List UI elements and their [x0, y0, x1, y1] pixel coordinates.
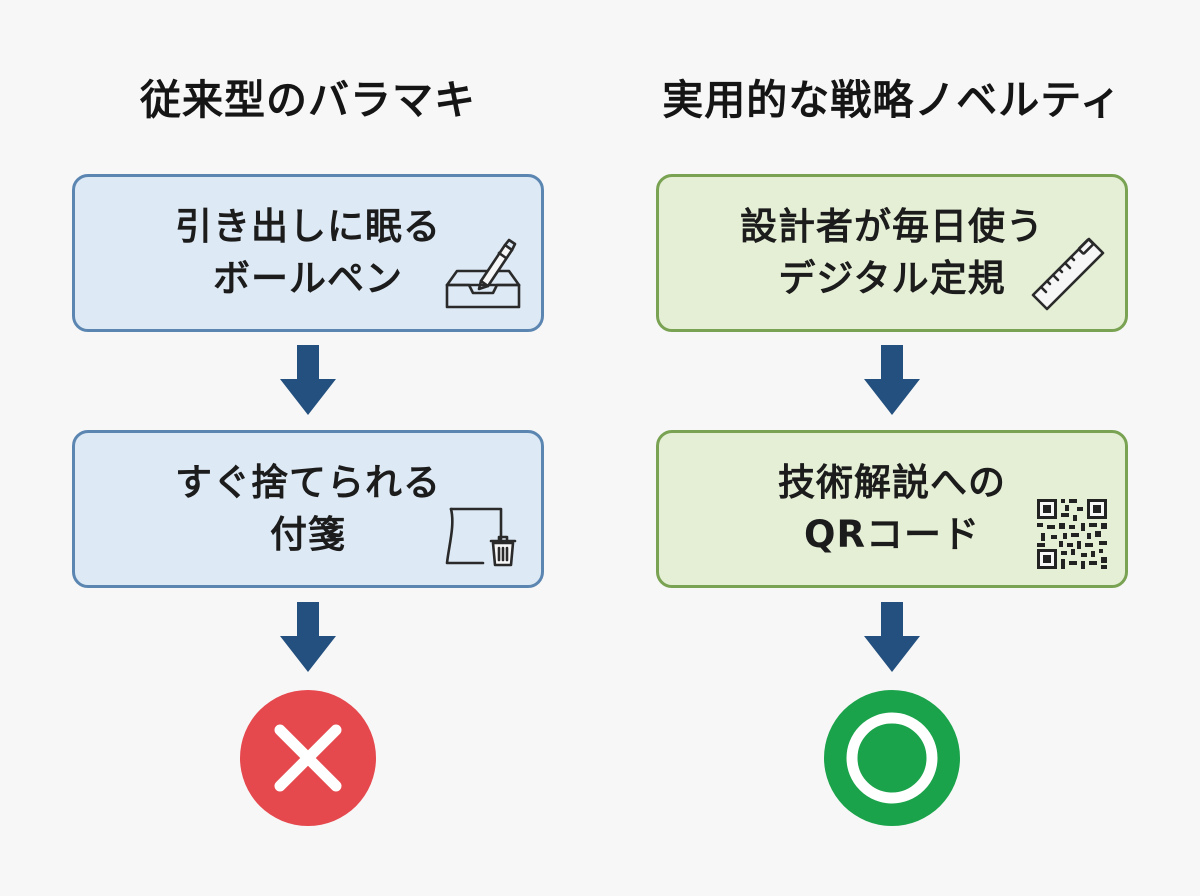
traditional-heading: 従来型のバラマキ	[140, 76, 476, 124]
down-arrow-icon	[280, 345, 336, 415]
card-line: 付箋	[270, 513, 346, 556]
card-line: デジタル定規	[778, 257, 1006, 300]
card-line: すぐ捨てられる	[175, 461, 441, 504]
sticky-note-card: すぐ捨てられる 付箋	[72, 430, 544, 588]
card-line: ボールペン	[213, 257, 403, 300]
ballpoint-pen-card: 引き出しに眠る ボールペン	[72, 174, 544, 332]
strategic-heading: 実用的な戦略ノベルティ	[662, 76, 1122, 124]
traditional-column: 従来型のバラマキ 引き出しに眠る ボールペン すぐ捨てられる 付箋	[72, 0, 544, 896]
card-line: 設計者が毎日使う	[740, 205, 1044, 248]
sticky-note-trash-icon	[445, 507, 517, 567]
card-line: 引き出しに眠る	[175, 205, 441, 248]
qr-code-icon	[1037, 499, 1107, 569]
strategic-column: 実用的な戦略ノベルティ 設計者が毎日使う デジタル定規 技術解説への QRコード	[656, 0, 1128, 896]
digital-ruler-card: 設計者が毎日使う デジタル定規	[656, 174, 1128, 332]
pen-in-tray-icon	[445, 238, 521, 309]
down-arrow-icon	[864, 602, 920, 672]
qr-code-card: 技術解説への QRコード	[656, 430, 1128, 588]
cross-icon	[240, 690, 376, 826]
card-line: QRコード	[804, 513, 980, 556]
circle-check-icon	[824, 690, 960, 826]
ruler-icon	[1031, 237, 1105, 311]
card-line: 技術解説への	[778, 461, 1006, 504]
down-arrow-icon	[280, 602, 336, 672]
down-arrow-icon	[864, 345, 920, 415]
